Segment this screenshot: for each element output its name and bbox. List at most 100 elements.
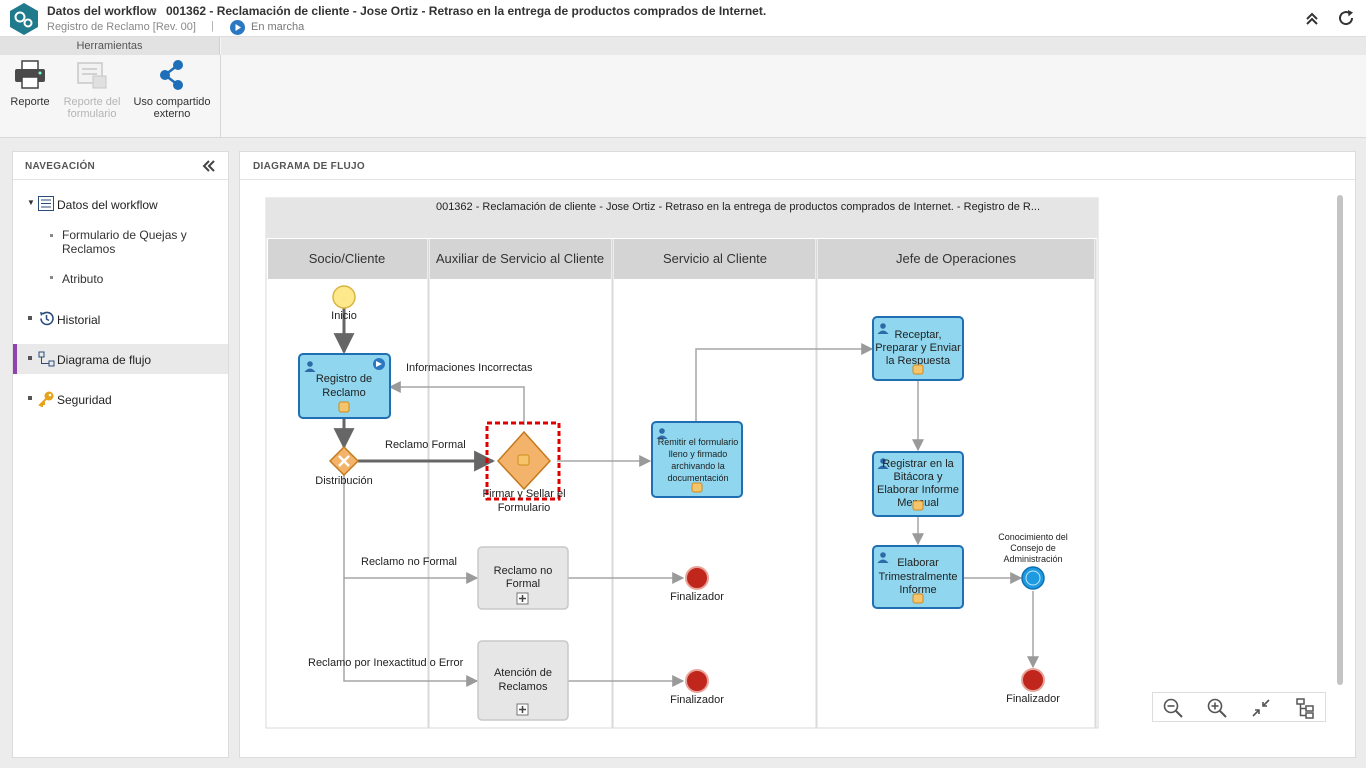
page-title: 001362 - Reclamación de cliente - Jose O… — [166, 4, 767, 18]
nav-item-seguridad[interactable]: Seguridad — [13, 384, 228, 414]
flow-diagram[interactable]: 001362 - Reclamación de cliente - Jose O… — [240, 181, 1355, 757]
toolbar-header-strip — [221, 37, 1366, 55]
task-receptar-respuesta[interactable]: Receptar, Preparar y Enviar la Respuesta — [872, 316, 964, 381]
node-label: documentación — [667, 473, 728, 483]
node-label: Conocimiento del — [998, 532, 1068, 542]
lane-header-servicio — [614, 239, 815, 279]
node-label: Finalizador — [670, 694, 724, 706]
node-label: archivando la — [671, 461, 725, 471]
nav-item-historial[interactable]: Historial — [13, 304, 228, 334]
end-event-2[interactable] — [685, 669, 709, 693]
node-label: Inicio — [331, 310, 357, 322]
edge-remitir-receptar — [695, 343, 874, 422]
lane-label: Jefe de Operaciones — [896, 251, 1016, 266]
status-play-icon — [230, 20, 245, 35]
nav-item-diagrama-flujo[interactable]: Diagrama de flujo — [13, 344, 228, 374]
nav-item-label: Formulario de Quejas y — [62, 228, 187, 242]
nav-item-label: Historial — [57, 313, 101, 327]
task-elaborar-trimestral[interactable]: Elaborar Trimestralmente Informe — [872, 545, 964, 609]
node-label: Atención de — [494, 667, 552, 679]
gateway-firmar-sellar[interactable] — [496, 430, 552, 491]
edge-label: Reclamo por Inexactitud o Error — [308, 657, 464, 669]
flow-icon — [38, 351, 55, 367]
nav-item-label: Atributo — [62, 272, 104, 286]
expand-caret-icon[interactable]: ▼ — [27, 198, 35, 207]
node-label: lleno y firmado — [669, 449, 728, 459]
node-label: Reclamos — [499, 681, 548, 693]
toolbar: Herramientas Reporte Reporte del formula… — [0, 37, 1366, 166]
collapse-up-icon[interactable] — [1303, 10, 1321, 28]
refresh-icon[interactable] — [1336, 8, 1356, 28]
nav-item-label: Diagrama de flujo — [57, 353, 152, 367]
node-label: Firmar y Sellar el — [482, 488, 565, 500]
node-label: Formal — [506, 578, 540, 590]
nav-item-label: Seguridad — [57, 393, 112, 407]
task-registrar-bitacora[interactable]: Registrar en la Bitácora y Elaborar Info… — [872, 451, 964, 517]
nav-item-datos-workflow[interactable]: ▼ Datos del workflow — [13, 189, 228, 219]
nav-item-atributo[interactable]: Atributo — [13, 264, 228, 294]
node-label: Trimestralmente — [878, 571, 957, 583]
nav-item-label: Reclamos — [62, 242, 116, 256]
node-label: Elaborar Informe — [877, 484, 959, 496]
nav-item-label: Datos del workflow — [57, 198, 158, 212]
breadcrumb-separator: › — [153, 3, 157, 17]
node-label: Receptar, — [894, 329, 941, 341]
node-label: Preparar y Enviar — [875, 342, 961, 354]
pool-header — [266, 198, 1098, 238]
active-marker — [13, 344, 17, 374]
zoom-in-icon[interactable] — [1206, 697, 1228, 719]
diagram-panel: DIAGRAMA DE FLUJO 001362 - Reclamación d… — [239, 151, 1356, 758]
form-icon — [338, 401, 350, 413]
start-event[interactable] — [332, 285, 356, 309]
diagram-header: DIAGRAMA DE FLUJO — [240, 152, 1355, 180]
end-event-3[interactable] — [1021, 668, 1045, 692]
form-report-icon — [77, 62, 107, 89]
reporte-button[interactable]: Reporte — [6, 59, 54, 108]
edge-label: Informaciones Incorrectas — [406, 362, 533, 374]
node-label: Informe — [899, 584, 936, 596]
lane-header-socio — [268, 239, 427, 279]
toolbar-group-label: Herramientas — [0, 37, 220, 55]
history-icon — [40, 311, 54, 326]
uso-compartido-button[interactable]: Uso compartido externo — [130, 59, 214, 120]
intermediate-event-conocimiento[interactable] — [1021, 566, 1045, 590]
printer-icon — [15, 60, 45, 89]
reporte-formulario-label-1: Reporte del — [63, 96, 121, 108]
node-label: Administración — [1003, 554, 1062, 564]
task-remitir-formulario[interactable]: Remitir el formulario lleno y firmado ar… — [651, 421, 743, 498]
node-label: Remitir el formulario — [658, 437, 739, 447]
navigation-header: NAVEGACIÓN — [13, 152, 228, 180]
nav-item-formulario-quejas[interactable]: Formulario de Quejas y Reclamos — [13, 225, 228, 261]
key-icon — [38, 391, 54, 407]
node-label: Reclamo — [322, 387, 365, 399]
subprocess-reclamo-no-formal[interactable]: Reclamo no Formal — [477, 546, 569, 610]
gateway-distribucion[interactable] — [328, 445, 360, 477]
node-label: Elaborar — [897, 557, 939, 569]
lane-header-auxiliar — [430, 239, 611, 279]
subprocess-atencion-reclamos[interactable]: Atención de Reclamos — [477, 640, 569, 721]
diagram-canvas[interactable]: 001362 - Reclamación de cliente - Jose O… — [240, 181, 1355, 757]
form-icon — [912, 500, 924, 511]
reporte-formulario-button[interactable]: Reporte del formulario — [60, 59, 124, 120]
fit-to-screen-icon[interactable] — [1250, 697, 1272, 719]
zoom-out-icon[interactable] — [1162, 697, 1184, 719]
uso-compartido-label-2: externo — [153, 108, 191, 120]
share-icon — [160, 60, 183, 90]
pool-title: 001362 - Reclamación de cliente - Jose O… — [436, 201, 1040, 213]
breadcrumb-root[interactable]: Datos del workflow — [47, 4, 157, 18]
end-event-1[interactable] — [685, 566, 709, 590]
task-registro-reclamo[interactable]: Registro de Reclamo — [298, 353, 391, 419]
collapse-left-icon[interactable] — [201, 158, 217, 174]
form-icon — [912, 593, 924, 604]
form-icon — [691, 482, 703, 493]
node-label: Finalizador — [1006, 693, 1060, 705]
edge-label: Reclamo no Formal — [361, 556, 457, 568]
tree-layout-icon[interactable] — [1294, 697, 1316, 719]
vertical-scrollbar[interactable] — [1337, 195, 1343, 685]
node-label: Registrar en la — [882, 458, 954, 470]
app-logo-icon — [10, 3, 38, 35]
uso-compartido-label-1: Uso compartido — [133, 96, 211, 108]
node-label: Consejo de — [1010, 543, 1056, 553]
status-badge: En marcha — [251, 21, 305, 33]
lane-label: Auxiliar de Servicio al Cliente — [436, 251, 604, 266]
